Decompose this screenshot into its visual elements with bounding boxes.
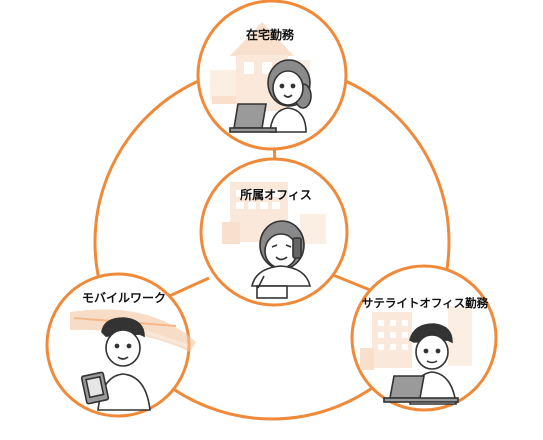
node-home-label: 在宅勤務 — [246, 27, 295, 42]
node-satellite: サテライトオフィス勤務 — [350, 264, 498, 412]
office-building-icon — [222, 182, 326, 244]
node-home: 在宅勤務 — [196, 0, 348, 151]
connector-satellite — [332, 273, 376, 294]
node-satellite-label: サテライトオフィス勤務 — [362, 296, 489, 310]
man-with-laptop-figure — [383, 323, 459, 405]
connector-mobile — [164, 276, 210, 300]
woman-on-phone-figure — [251, 220, 311, 299]
node-mobile-label: モバイルワーク — [82, 291, 166, 305]
node-office-label: 所属オフィス — [240, 187, 312, 202]
node-office: 所属オフィス — [199, 157, 349, 307]
node-mobile: モバイルワーク — [45, 272, 196, 418]
woman-with-laptop-figure — [229, 59, 312, 133]
man-with-tablet-figure — [80, 317, 151, 411]
